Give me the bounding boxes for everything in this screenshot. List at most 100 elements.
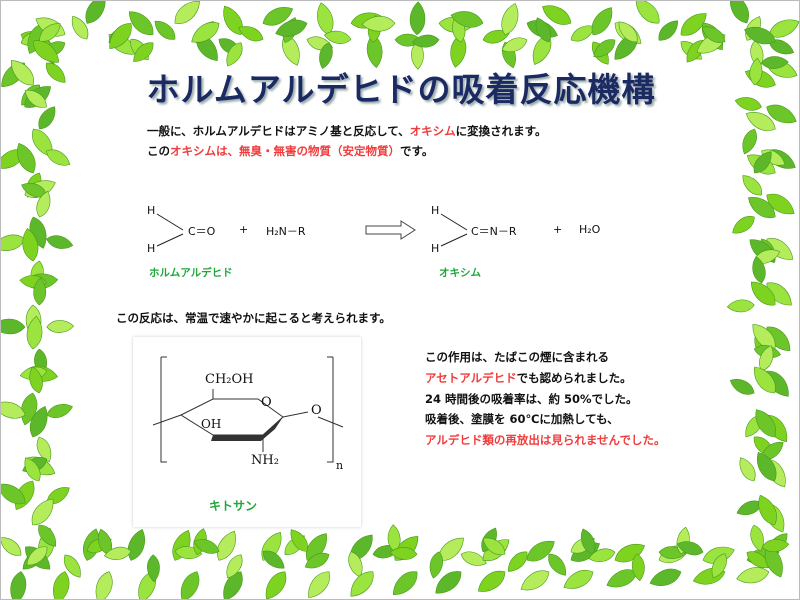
leaf-icon xyxy=(614,543,646,563)
leaf-icon xyxy=(128,11,154,35)
leaf-icon xyxy=(38,524,57,547)
leaf-icon xyxy=(392,571,418,596)
leaf-icon xyxy=(753,151,772,174)
ring-oxygen: O xyxy=(261,395,272,410)
leaf-icon xyxy=(85,1,106,24)
leaf-icon xyxy=(36,190,51,218)
product-label: オキシム xyxy=(439,267,481,279)
leaf-icon xyxy=(761,441,784,460)
leaf-icon xyxy=(26,315,43,350)
intro-line-2: このオキシムは、無臭・無害の物質（安定物質）です。 xyxy=(147,143,433,159)
detail-line: 24 時間後の吸着率は、約 50%でした。 xyxy=(425,392,638,406)
leaf-icon xyxy=(39,23,61,42)
leaf-icon xyxy=(191,22,220,43)
leaf-icon xyxy=(133,42,154,62)
leaf-icon xyxy=(618,21,638,43)
leaf-icon xyxy=(501,3,519,36)
leaf-icon xyxy=(127,529,145,561)
plus: + xyxy=(553,223,563,236)
leaf-icon xyxy=(730,1,749,24)
detail-line: アルデヒド類の再放出は見られませんでした。 xyxy=(425,433,666,447)
leaf-icon xyxy=(438,537,464,561)
leaf-icon xyxy=(761,539,790,553)
leaf-icon xyxy=(742,175,762,196)
reaction-bonds xyxy=(156,213,468,247)
leaf-icon xyxy=(526,540,555,562)
atom-h: H xyxy=(147,204,156,217)
leaf-icon xyxy=(275,19,308,37)
leaf-icon xyxy=(501,37,528,52)
leaf-icon xyxy=(749,57,763,86)
chitosan-label: キトサン xyxy=(209,499,258,513)
leaf-icon xyxy=(482,537,506,556)
leaf-icon xyxy=(450,34,467,68)
leaf-icon xyxy=(1,234,26,251)
leaf-icon xyxy=(450,11,484,28)
leaf-icon xyxy=(429,551,443,579)
leaf-icon xyxy=(147,554,160,583)
leaf-icon xyxy=(734,97,762,111)
leaf-icon xyxy=(520,570,550,591)
leaf-icon xyxy=(262,7,294,26)
text: この xyxy=(147,144,170,158)
leaf-icon xyxy=(532,34,552,65)
leaf-icon xyxy=(46,404,73,418)
leaf-icon xyxy=(701,26,726,43)
text: です。 xyxy=(400,144,434,158)
leaf-icon xyxy=(238,26,264,42)
leaf-icon xyxy=(31,498,54,526)
ch2oh-group: CH₂OH xyxy=(205,372,254,387)
leaf-icon xyxy=(46,320,75,333)
repeat-n: n xyxy=(336,459,344,472)
leaf-icon xyxy=(711,553,727,579)
leaf-icon xyxy=(366,34,383,69)
leaf-icon xyxy=(46,235,74,249)
plus: + xyxy=(239,223,249,236)
leaf-icon xyxy=(29,216,47,249)
leaf-icon xyxy=(766,104,797,124)
carbonyl: C＝O xyxy=(188,225,216,238)
text: に変換されます。 xyxy=(455,124,547,138)
leaf-icon xyxy=(752,256,766,284)
leaf-icon xyxy=(757,452,777,482)
leaf-icon xyxy=(759,345,774,372)
leaf-icon xyxy=(542,5,572,25)
amine: H₂N－R xyxy=(266,225,306,238)
leaf-icon xyxy=(95,571,113,599)
leaf-icon xyxy=(1,483,26,505)
leaf-icon xyxy=(593,39,616,58)
leaf-icon xyxy=(71,15,89,40)
highlight-text: オキシムは、無臭・無害の物質（安定物質） xyxy=(170,144,400,158)
leaf-icon xyxy=(732,216,755,234)
leaf-icon xyxy=(768,19,799,38)
highlight-text: アセトアルデヒド xyxy=(425,371,517,385)
leaf-icon xyxy=(304,552,330,569)
link-oxygen: O xyxy=(311,403,322,418)
leaf-icon xyxy=(754,366,776,394)
leaf-icon xyxy=(46,62,66,83)
leaf-icon xyxy=(193,539,220,554)
leaf-icon xyxy=(1,401,26,419)
leaf-icon xyxy=(591,7,613,36)
leaf-icon xyxy=(750,524,764,552)
highlight-text: オキシム xyxy=(409,124,456,138)
leaf-icon xyxy=(22,228,39,262)
atom-h: H xyxy=(147,242,156,255)
leaf-icon xyxy=(350,571,374,597)
leaf-icon xyxy=(387,524,401,553)
leaf-icon xyxy=(482,30,510,44)
chitosan-diagram xyxy=(152,356,344,463)
leaf-icon xyxy=(98,528,112,556)
leaf-icon xyxy=(1,318,26,335)
leaf-icon xyxy=(319,42,333,70)
atom-h: H xyxy=(431,242,440,255)
leaf-icon xyxy=(507,551,528,572)
leaf-icon xyxy=(223,5,243,36)
leaf-icon xyxy=(736,500,763,516)
leaf-icon xyxy=(460,551,487,566)
leaf-icon xyxy=(24,89,47,108)
page-title: ホルムアルデヒドの吸着反応機構 xyxy=(146,70,656,109)
detail-line: 吸着後、塗膜を 60℃に加熱しても、 xyxy=(425,412,619,426)
